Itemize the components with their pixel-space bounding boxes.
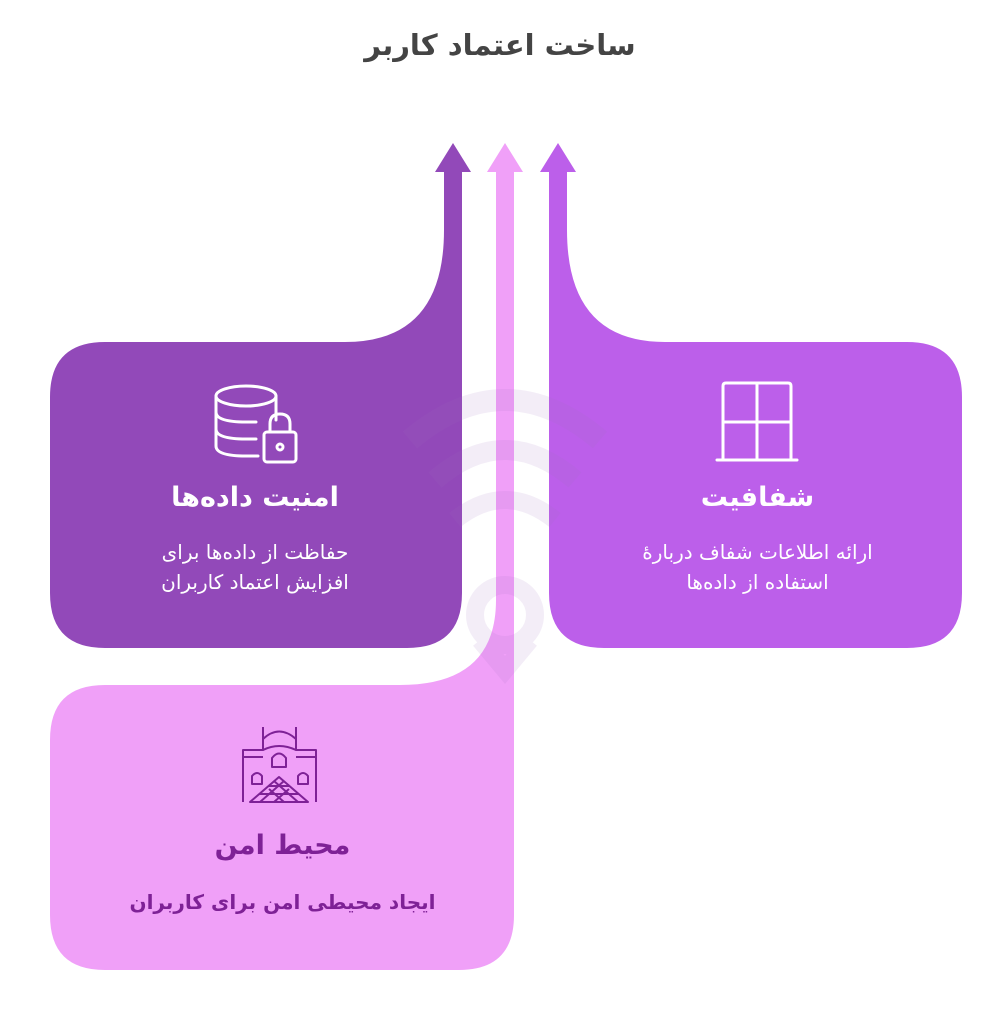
data-security-shape bbox=[50, 143, 471, 648]
card-description: حفاظت از داده‌ها برای افزایش اعتماد کارب… bbox=[60, 537, 450, 597]
card-description-line: ارائه اطلاعات شفاف دربارهٔ bbox=[642, 540, 873, 564]
card-secure-environment: محیط امن ایجاد محیطی امن برای کاربران bbox=[60, 830, 505, 917]
card-description-line: افزایش اعتماد کاربران bbox=[161, 570, 349, 594]
diagram-title: ساخت اعتماد کاربر bbox=[364, 28, 636, 62]
card-data-security: امنیت داده‌ها حفاظت از داده‌ها برای افزا… bbox=[60, 482, 450, 597]
palace-pyramid-icon bbox=[242, 727, 317, 803]
card-transparency: شفافیت ارائه اطلاعات شفاف دربارهٔ استفاد… bbox=[560, 482, 955, 597]
card-title: شفافیت bbox=[700, 482, 815, 513]
card-description-line: حفاظت از داده‌ها برای bbox=[161, 540, 349, 564]
card-title: امنیت داده‌ها bbox=[171, 482, 339, 513]
card-title: محیط امن bbox=[214, 830, 351, 861]
card-description-line: ایجاد محیطی امن برای کاربران bbox=[129, 890, 436, 914]
secure-environment-shape bbox=[50, 143, 523, 970]
window-icon bbox=[715, 381, 799, 462]
transparency-shape bbox=[540, 143, 962, 648]
card-description: ایجاد محیطی امن برای کاربران bbox=[60, 887, 505, 917]
card-description-line: استفاده از داده‌ها bbox=[686, 570, 829, 594]
watermark-logo-icon bbox=[402, 389, 608, 685]
card-description: ارائه اطلاعات شفاف دربارهٔ استفاده از دا… bbox=[560, 537, 955, 597]
database-lock-icon bbox=[214, 384, 298, 464]
